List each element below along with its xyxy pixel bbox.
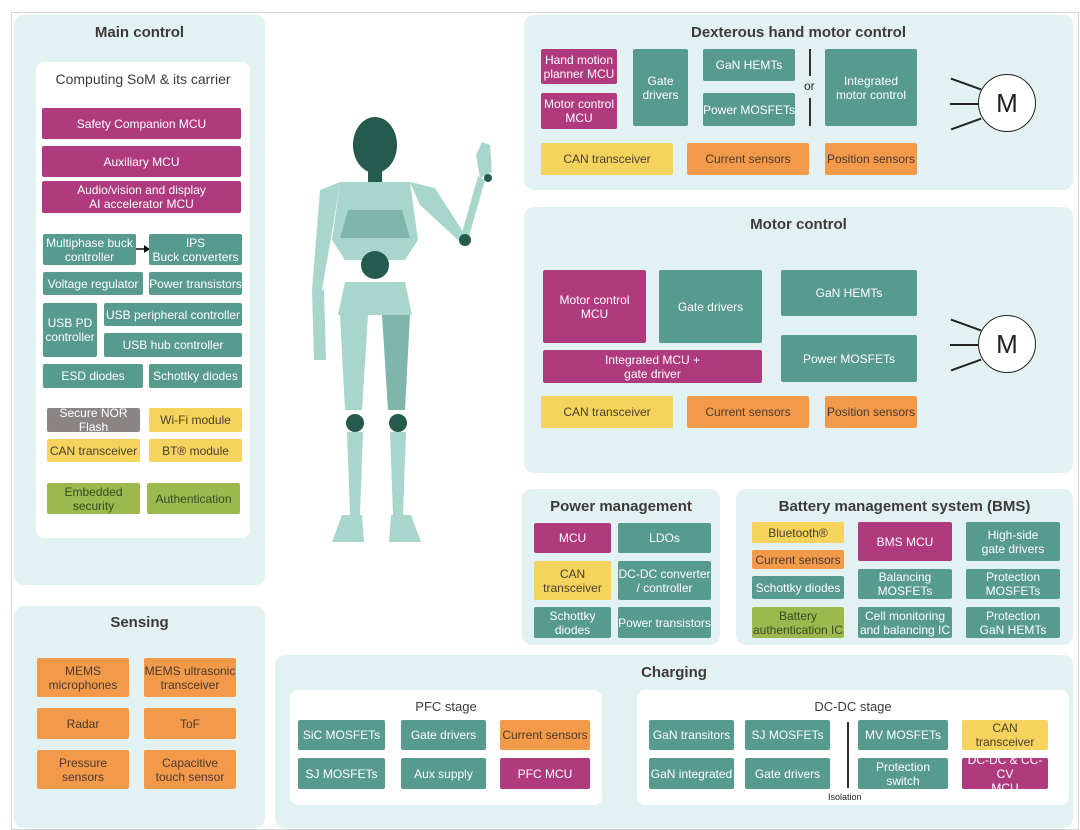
integrated-mcu-gate-driver: Integrated MCU + gate driver [543, 350, 762, 383]
gate-drivers: Gate drivers [659, 270, 762, 343]
gan-integrated: GaN integrated [649, 758, 734, 789]
voltage-regulator: Voltage regulator [43, 272, 143, 295]
panel-title: Motor control [750, 216, 847, 233]
or-label: or [804, 79, 815, 93]
multiphase-buck-controller: Multiphase buck controller [43, 234, 136, 265]
power-transistors: Power transistors [618, 607, 711, 638]
usb-peripheral-controller: USB peripheral controller [104, 303, 242, 326]
panel-title: Power management [550, 498, 692, 515]
panel-title: Battery management system (BMS) [778, 498, 1031, 515]
can-transceiver: CAN transceiver [541, 396, 673, 428]
panel-title: Main control [94, 24, 185, 41]
panel-title: Charging [641, 664, 707, 681]
position-sensors: Position sensors [825, 143, 917, 175]
usb-pd-controller: USB PD controller [43, 303, 97, 357]
balancing-mosfets: Balancing MOSFETs [858, 569, 952, 599]
integrated-motor-control: Integrated motor control [825, 49, 917, 126]
panel-title: Dexterous hand motor control [690, 24, 907, 41]
current-sensors: Current sensors [500, 720, 590, 750]
can-transceiver: CAN transceiver [541, 143, 673, 175]
battery-authentication-ic: Battery authentication IC [752, 607, 844, 638]
isolation-line [847, 722, 849, 788]
tof: ToF [144, 708, 236, 739]
gate-drivers: Gate drivers [401, 720, 486, 750]
authentication: Authentication [147, 483, 240, 514]
can-transceiver: CAN transceiver [47, 439, 140, 462]
gan-hemts: GaN HEMTs [781, 270, 917, 316]
mv-mosfets: MV MOSFETs [858, 720, 948, 750]
esd-diodes: ESD diodes [43, 364, 143, 388]
schottky-diodes: Schottky diodes [752, 576, 844, 599]
panel-title: Sensing [110, 614, 169, 631]
sj-mosfets: SJ MOSFETs [298, 758, 385, 789]
current-sensors: Current sensors [687, 396, 809, 428]
embedded-security: Embedded security [47, 483, 140, 514]
high-side-gate-drivers: High-side gate drivers [966, 522, 1060, 561]
power-mosfets: Power MOSFETs [781, 335, 917, 382]
ai-accelerator-mcu: Audio/vision and display AI accelerator … [42, 181, 241, 213]
protection-mosfets: Protection MOSFETs [966, 569, 1060, 599]
dc-dc-cc-cv-mcu: DC-DC & CC-CV MCU [962, 758, 1048, 789]
radar: Radar [37, 708, 129, 739]
ldos: LDOs [618, 523, 711, 553]
auxiliary-mcu: Auxiliary MCU [42, 146, 241, 177]
protection-gan-hemts: Protection GaN HEMTs [966, 607, 1060, 638]
current-sensors: Current sensors [687, 143, 809, 175]
bt-module: BT® module [149, 439, 242, 462]
hand-motion-planner-mcu: Hand motion planner MCU [541, 49, 617, 84]
bluetooth: Bluetooth® [752, 522, 844, 543]
usb-hub-controller: USB hub controller [104, 333, 242, 357]
mems-ultrasonic-transceiver: MEMS ultrasonic transceiver [144, 658, 236, 697]
pfc-mcu: PFC MCU [500, 758, 590, 789]
mems-microphones: MEMS microphones [37, 658, 129, 697]
sic-mosfets: SiC MOSFETs [298, 720, 385, 750]
motor-control-mcu: Motor control MCU [541, 93, 617, 129]
bms-mcu: BMS MCU [858, 522, 952, 561]
can-transceiver: CAN transceiver [962, 720, 1048, 750]
ips-buck-converters: IPS Buck converters [149, 234, 242, 265]
capacitive-touch-sensor: Capacitive touch sensor [144, 750, 236, 789]
section-title: Computing SoM & its carrier [55, 71, 231, 87]
power-transistors: Power transistors [149, 272, 242, 295]
schottky-diodes: Schottky diodes [534, 607, 611, 638]
divider [809, 98, 811, 126]
secure-nor-flash: Secure NOR Flash [47, 408, 140, 432]
dc-dc-converter: DC-DC converter / controller [618, 561, 711, 600]
divider [809, 49, 811, 76]
schottky-diodes: Schottky diodes [149, 364, 242, 388]
motor-wire [950, 103, 982, 105]
aux-supply: Aux supply [401, 758, 486, 789]
cell-monitoring-ic: Cell monitoring and balancing IC [858, 607, 952, 638]
isolation-label: Isolation [828, 792, 862, 802]
gate-drivers: Gate drivers [745, 758, 830, 789]
wifi-module: Wi-Fi module [149, 408, 242, 432]
arrow-right-icon [136, 245, 150, 253]
motor-control-mcu: Motor control MCU [543, 270, 646, 343]
position-sensors: Position sensors [825, 396, 917, 428]
mcu: MCU [534, 523, 611, 553]
section-title: DC-DC stage [814, 699, 892, 714]
sj-mosfets: SJ MOSFETs [745, 720, 830, 750]
power-mosfets: Power MOSFETs [703, 93, 795, 126]
protection-switch: Protection switch [858, 758, 948, 789]
motor-icon: M [978, 315, 1036, 373]
safety-companion-mcu: Safety Companion MCU [42, 108, 241, 139]
pressure-sensors: Pressure sensors [37, 750, 129, 789]
current-sensors: Current sensors [752, 550, 844, 569]
gate-drivers: Gate drivers [633, 49, 688, 126]
humanoid-robot-illustration [312, 117, 492, 542]
gan-transistors: GaN transitors [649, 720, 734, 750]
section-title: PFC stage [415, 699, 477, 714]
motor-icon: M [978, 74, 1036, 132]
motor-wire [950, 344, 982, 346]
can-transceiver: CAN transceiver [534, 561, 611, 600]
gan-hemts: GaN HEMTs [703, 49, 795, 81]
